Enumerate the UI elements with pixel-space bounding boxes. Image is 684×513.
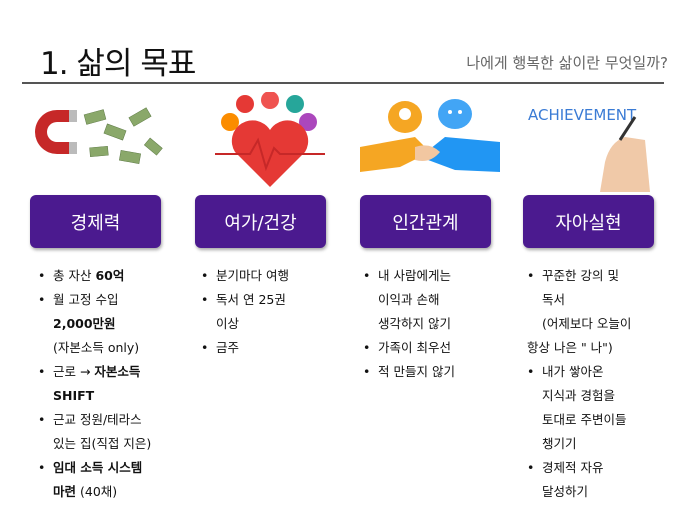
heart-health-icon: [215, 92, 325, 187]
list-item-line: 2,000만원: [53, 312, 151, 336]
list-item-line: SHIFT: [53, 384, 151, 408]
list-item-line: 챙기기: [542, 432, 631, 456]
category-button-2: 여가/건강: [195, 195, 326, 248]
list-item-line: 있는 집(직접 지은): [53, 432, 151, 456]
text-segment: 경제적 자유: [542, 460, 604, 475]
text-segment: (자본소득 only): [53, 340, 140, 355]
list-item-line: 달성하기: [542, 480, 631, 504]
text-segment: 이익과 손해: [378, 292, 440, 307]
list-item: 월 고정 수입 2,000만원 (자본소득 only): [38, 288, 151, 360]
list-item-line: 마련 (40채): [53, 480, 151, 504]
achievement-text: ACHIEVEMENT: [528, 106, 637, 124]
category-button-4: 자아실현: [523, 195, 654, 248]
text-segment: 달성하기: [542, 484, 589, 499]
text-segment: 내가 쌓아온: [542, 364, 604, 379]
list-item-line: 근로 → 자본소득: [38, 360, 151, 384]
list-item-line: 지식과 경험을: [542, 384, 631, 408]
text-segment: (40채): [76, 484, 118, 499]
text-segment: 챙기기: [542, 436, 577, 451]
text-segment: 근교 정원/테라스: [53, 412, 142, 427]
text-segment: 마련: [53, 484, 77, 499]
list-item-line: (어제보다 오늘이: [542, 312, 631, 336]
goal-list-2: 분기마다 여행독서 연 25권이상금주: [201, 264, 289, 360]
goal-list-1: 총 자산 60억월 고정 수입 2,000만원 (자본소득 only) 근로 → 자본…: [38, 264, 151, 504]
list-item: 총 자산 60억: [38, 264, 151, 288]
list-item-line: 월 고정 수입: [38, 288, 151, 312]
text-segment: 임대 소득 시스템: [53, 460, 143, 475]
achievement-hand-icon: ACHIEVEMENT: [528, 106, 650, 192]
page-title: 1. 삶의 목표: [40, 46, 196, 82]
text-segment: 있는 집(직접 지은): [53, 436, 152, 451]
category-button-1: 경제력: [30, 195, 161, 248]
text-segment: 이상: [216, 316, 240, 331]
text-segment: 토대로 주변이들: [542, 412, 627, 427]
text-segment: 2,000만원: [53, 316, 116, 331]
text-segment: 근로 →: [53, 364, 95, 379]
list-item-line: 총 자산 60억: [38, 264, 151, 288]
list-item-line: 생각하지 않기: [378, 312, 455, 336]
text-segment: 가족이 최우선: [378, 340, 451, 355]
list-item: 가족이 최우선: [363, 336, 455, 360]
text-segment: 월 고정 수입: [53, 292, 119, 307]
list-item-line: 적 만들지 않기: [363, 360, 455, 384]
page-subtitle: 나에게 행복한 삶이란 무엇일까?: [466, 54, 668, 72]
list-item-line: 독서: [542, 288, 631, 312]
text-segment: 적 만들지 않기: [378, 364, 455, 379]
list-item: 적 만들지 않기: [363, 360, 455, 384]
magnet-money-icon: [35, 107, 163, 164]
list-item-line: 독서 연 25권: [201, 288, 289, 312]
text-segment: 자본소득: [94, 364, 141, 379]
text-segment: 총 자산: [53, 268, 96, 283]
text-segment: 독서: [542, 292, 566, 307]
text-segment: 분기마다 여행: [216, 268, 289, 283]
list-item: 분기마다 여행: [201, 264, 289, 288]
list-item-line: 내가 쌓아온: [527, 360, 631, 384]
list-item-line: 분기마다 여행: [201, 264, 289, 288]
text-segment: 독서 연 25권: [216, 292, 286, 307]
list-item-line: 임대 소득 시스템: [38, 456, 151, 480]
list-item-line: 가족이 최우선: [363, 336, 455, 360]
text-segment: 생각하지 않기: [378, 316, 451, 331]
list-item: 금주: [201, 336, 289, 360]
text-segment: 꾸준한 강의 및: [542, 268, 619, 283]
category-button-3: 인간관계: [360, 195, 491, 248]
list-item-line: 내 사람에게는: [363, 264, 455, 288]
text-segment: 지식과 경험을: [542, 388, 615, 403]
list-item-line: 항상 나은 " 나"): [527, 336, 631, 360]
text-segment: 60억: [95, 268, 125, 283]
list-item-line: 이익과 손해: [378, 288, 455, 312]
list-item-line: 금주: [201, 336, 289, 360]
text-segment: (어제보다 오늘이: [542, 316, 632, 331]
title-divider: [22, 82, 664, 84]
list-item-line: 꾸준한 강의 및: [527, 264, 631, 288]
text-segment: 항상 나은 " 나"): [527, 340, 613, 355]
list-item-line: (자본소득 only): [53, 336, 151, 360]
list-item-line: 토대로 주변이들: [542, 408, 631, 432]
handshake-icon: [360, 99, 500, 172]
list-item-line: 경제적 자유: [527, 456, 631, 480]
text-segment: 금주: [216, 340, 240, 355]
text-segment: 내 사람에게는: [378, 268, 451, 283]
list-item-line: 이상: [216, 312, 289, 336]
list-item: 근로 → 자본소득 SHIFT: [38, 360, 151, 408]
list-item-line: 근교 정원/테라스: [38, 408, 151, 432]
text-segment: SHIFT: [53, 388, 95, 403]
